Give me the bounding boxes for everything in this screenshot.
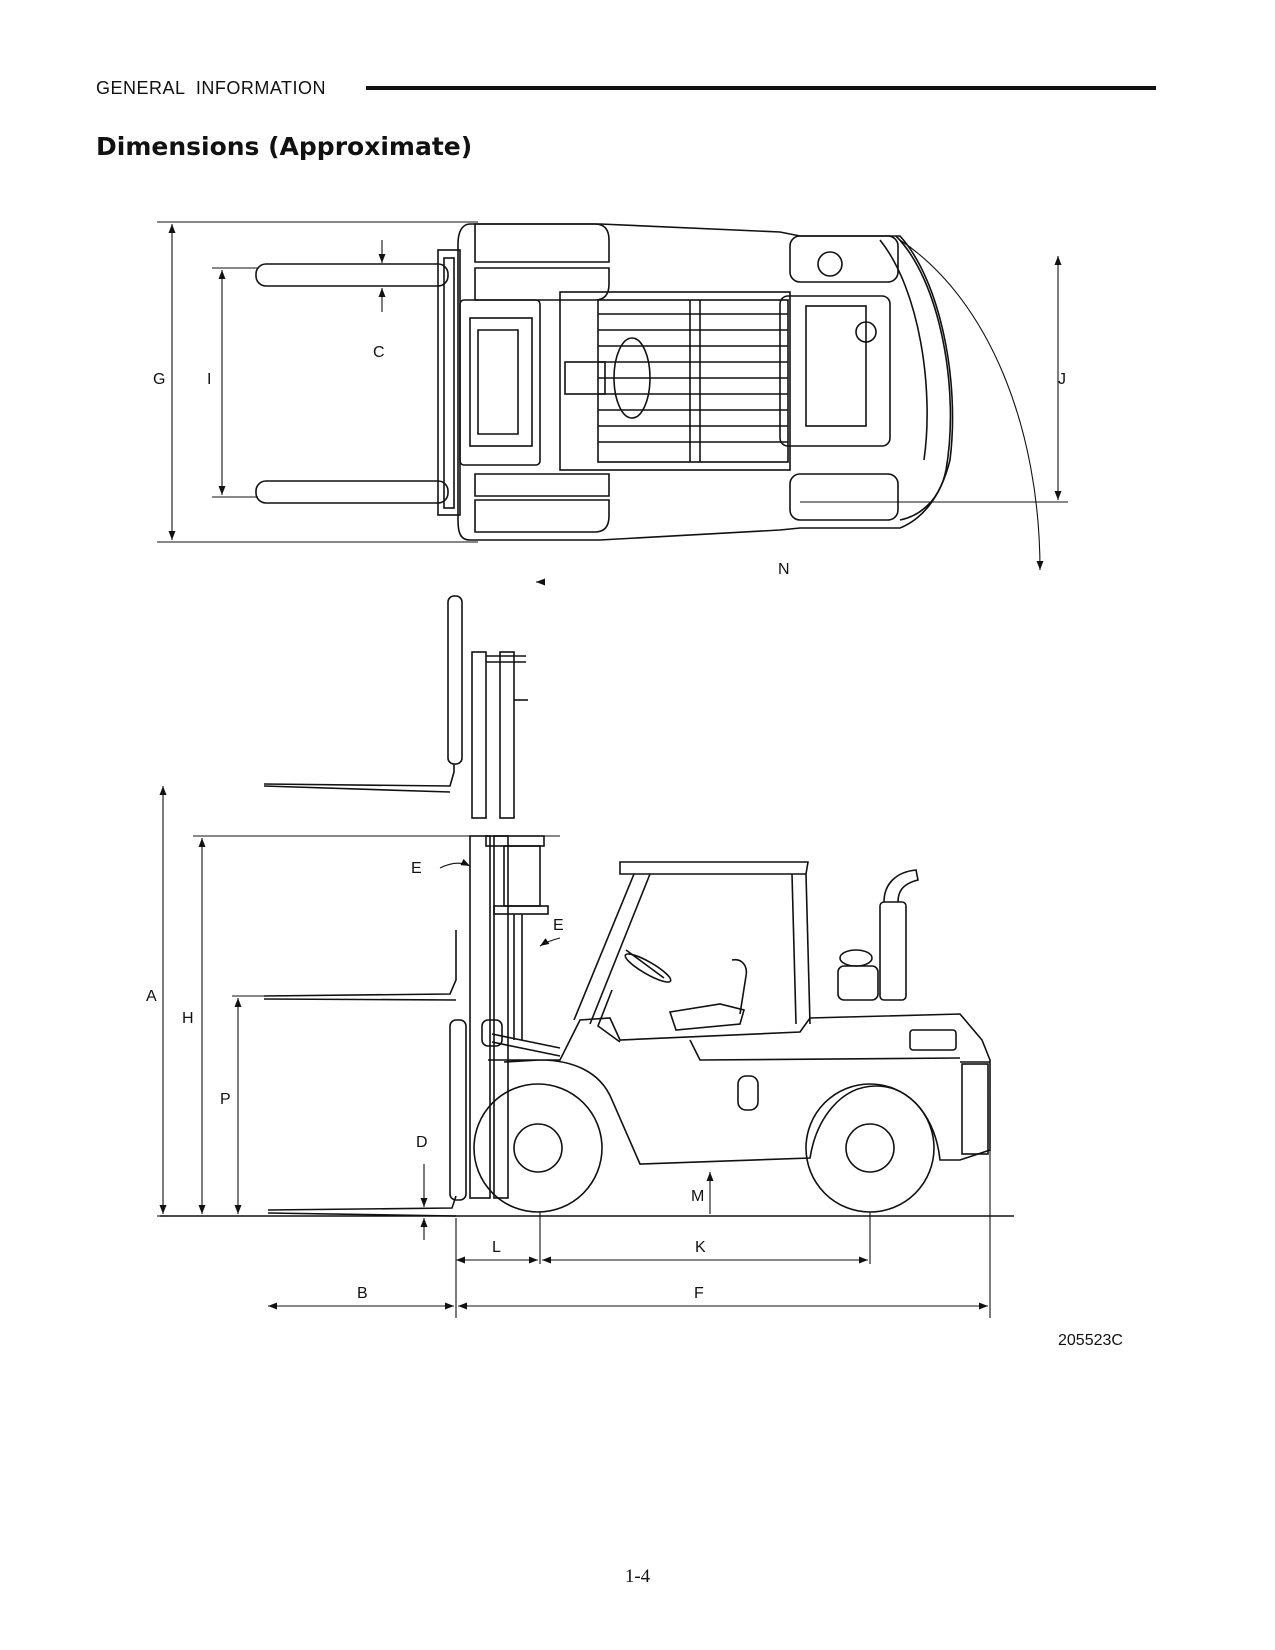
label-C: C <box>373 344 385 361</box>
top-fork-lower <box>255 480 449 504</box>
label-E-lower: E <box>553 917 564 934</box>
label-A: A <box>146 988 157 1005</box>
side-mast-outer <box>469 835 491 1199</box>
label-D: D <box>416 1134 428 1151</box>
side-rear-wheel <box>805 1083 935 1213</box>
top-body-outline <box>457 223 954 541</box>
section-header: GENERAL INFORMATION <box>96 78 1156 100</box>
label-K: K <box>695 1239 706 1256</box>
top-view <box>255 223 954 541</box>
side-front-wheel <box>473 1083 603 1213</box>
top-counterweight <box>779 295 891 447</box>
top-hood <box>559 291 791 471</box>
dimension-labels: G I C J N E E A H P D M L K B F <box>146 344 1066 1302</box>
overhead-guard <box>619 861 809 875</box>
label-N: N <box>778 561 790 578</box>
label-L: L <box>492 1239 501 1256</box>
top-carriage <box>437 249 461 516</box>
raised-backrest <box>447 595 463 765</box>
label-E-upper: E <box>411 860 422 877</box>
top-view-dimensions <box>157 221 1068 586</box>
page-number: 1-4 <box>624 1566 651 1587</box>
side-view <box>160 595 1014 1217</box>
figure-id: 205523C <box>1058 1332 1123 1349</box>
header-rule <box>366 86 1156 90</box>
label-F: F <box>694 1285 704 1302</box>
section-label: GENERAL INFORMATION <box>96 78 327 98</box>
top-rear-tire-upper <box>789 235 899 283</box>
top-fork-upper <box>255 263 449 287</box>
label-P: P <box>220 1091 231 1108</box>
label-M: M <box>691 1188 704 1205</box>
side-exhaust <box>879 901 907 1001</box>
top-rear-tire-lower <box>789 473 899 521</box>
label-I: I <box>207 371 211 388</box>
top-front-tire-upper <box>474 223 610 263</box>
label-B: B <box>357 1285 368 1302</box>
top-mast <box>459 299 541 466</box>
label-J: J <box>1058 371 1066 388</box>
side-view-dimensions <box>157 786 991 1318</box>
top-front-tire-lower <box>474 473 610 497</box>
label-H: H <box>182 1010 194 1027</box>
lowered-backrest <box>449 1019 467 1201</box>
label-G: G <box>153 371 165 388</box>
side-body <box>488 1013 991 1165</box>
side-seat <box>668 1003 745 1031</box>
page-title: Dimensions (Approximate) <box>96 132 473 161</box>
top-steering-wheel <box>613 337 651 419</box>
